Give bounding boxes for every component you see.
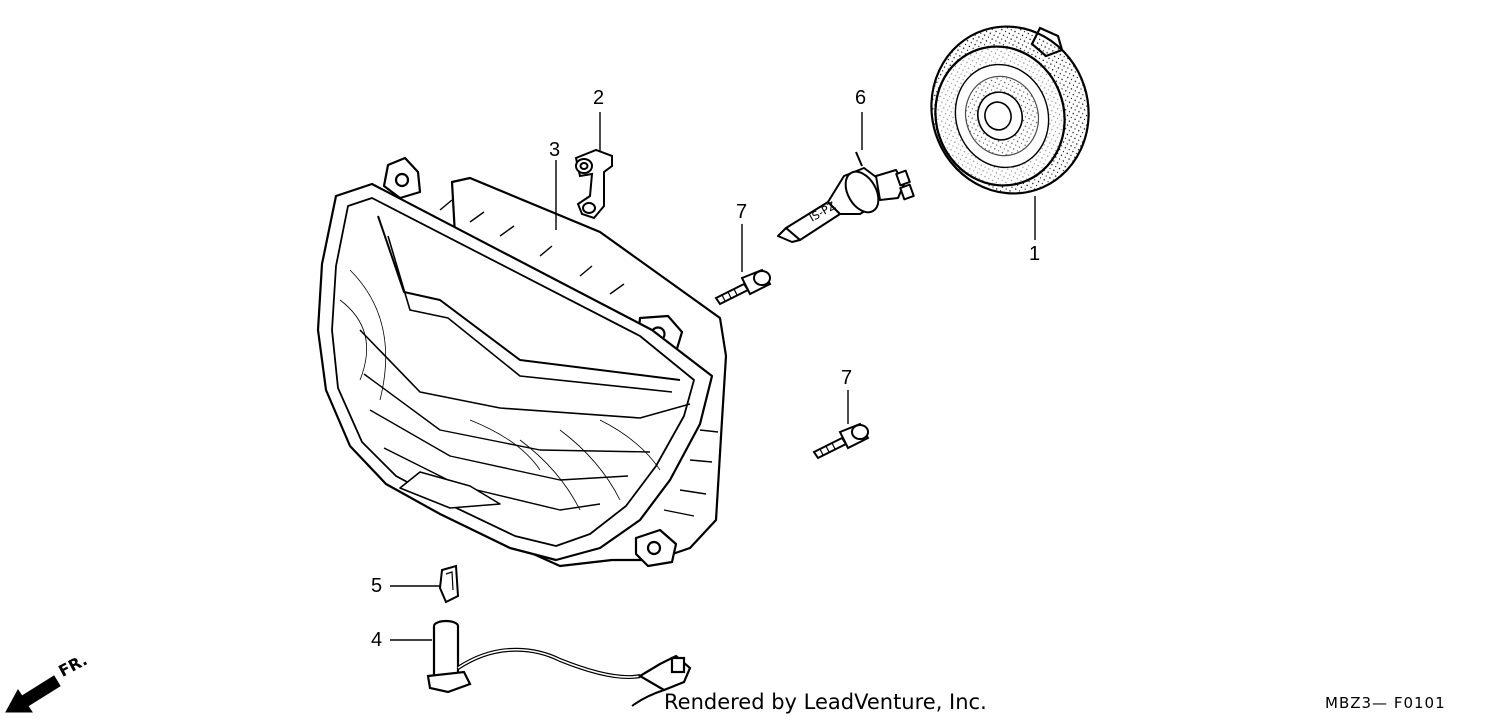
callout-3: 3 xyxy=(549,139,561,161)
dust-cover xyxy=(930,25,1090,195)
callout-2: 2 xyxy=(593,87,605,109)
callout-5: 5 xyxy=(371,575,383,597)
front-direction-arrow-icon xyxy=(5,675,61,713)
position-bulb xyxy=(438,564,460,604)
headlight-bulb: IS-PZ xyxy=(777,151,915,243)
diagram-code: MBZ3— F0101 xyxy=(1325,694,1446,712)
callout-7-lower: 7 xyxy=(841,367,853,389)
callout-7-upper: 7 xyxy=(736,201,748,223)
callout-6: 6 xyxy=(855,87,867,109)
socket-harness xyxy=(426,619,692,707)
callout-1: 1 xyxy=(1029,243,1041,265)
render-credit: Rendered by LeadVenture, Inc. xyxy=(664,690,987,714)
leader-lines xyxy=(390,112,1036,641)
screw-lower xyxy=(812,422,870,460)
screw-upper xyxy=(714,268,772,306)
headlight-unit xyxy=(316,156,728,568)
headlight-bracket xyxy=(574,148,613,220)
callout-4: 4 xyxy=(371,629,383,651)
